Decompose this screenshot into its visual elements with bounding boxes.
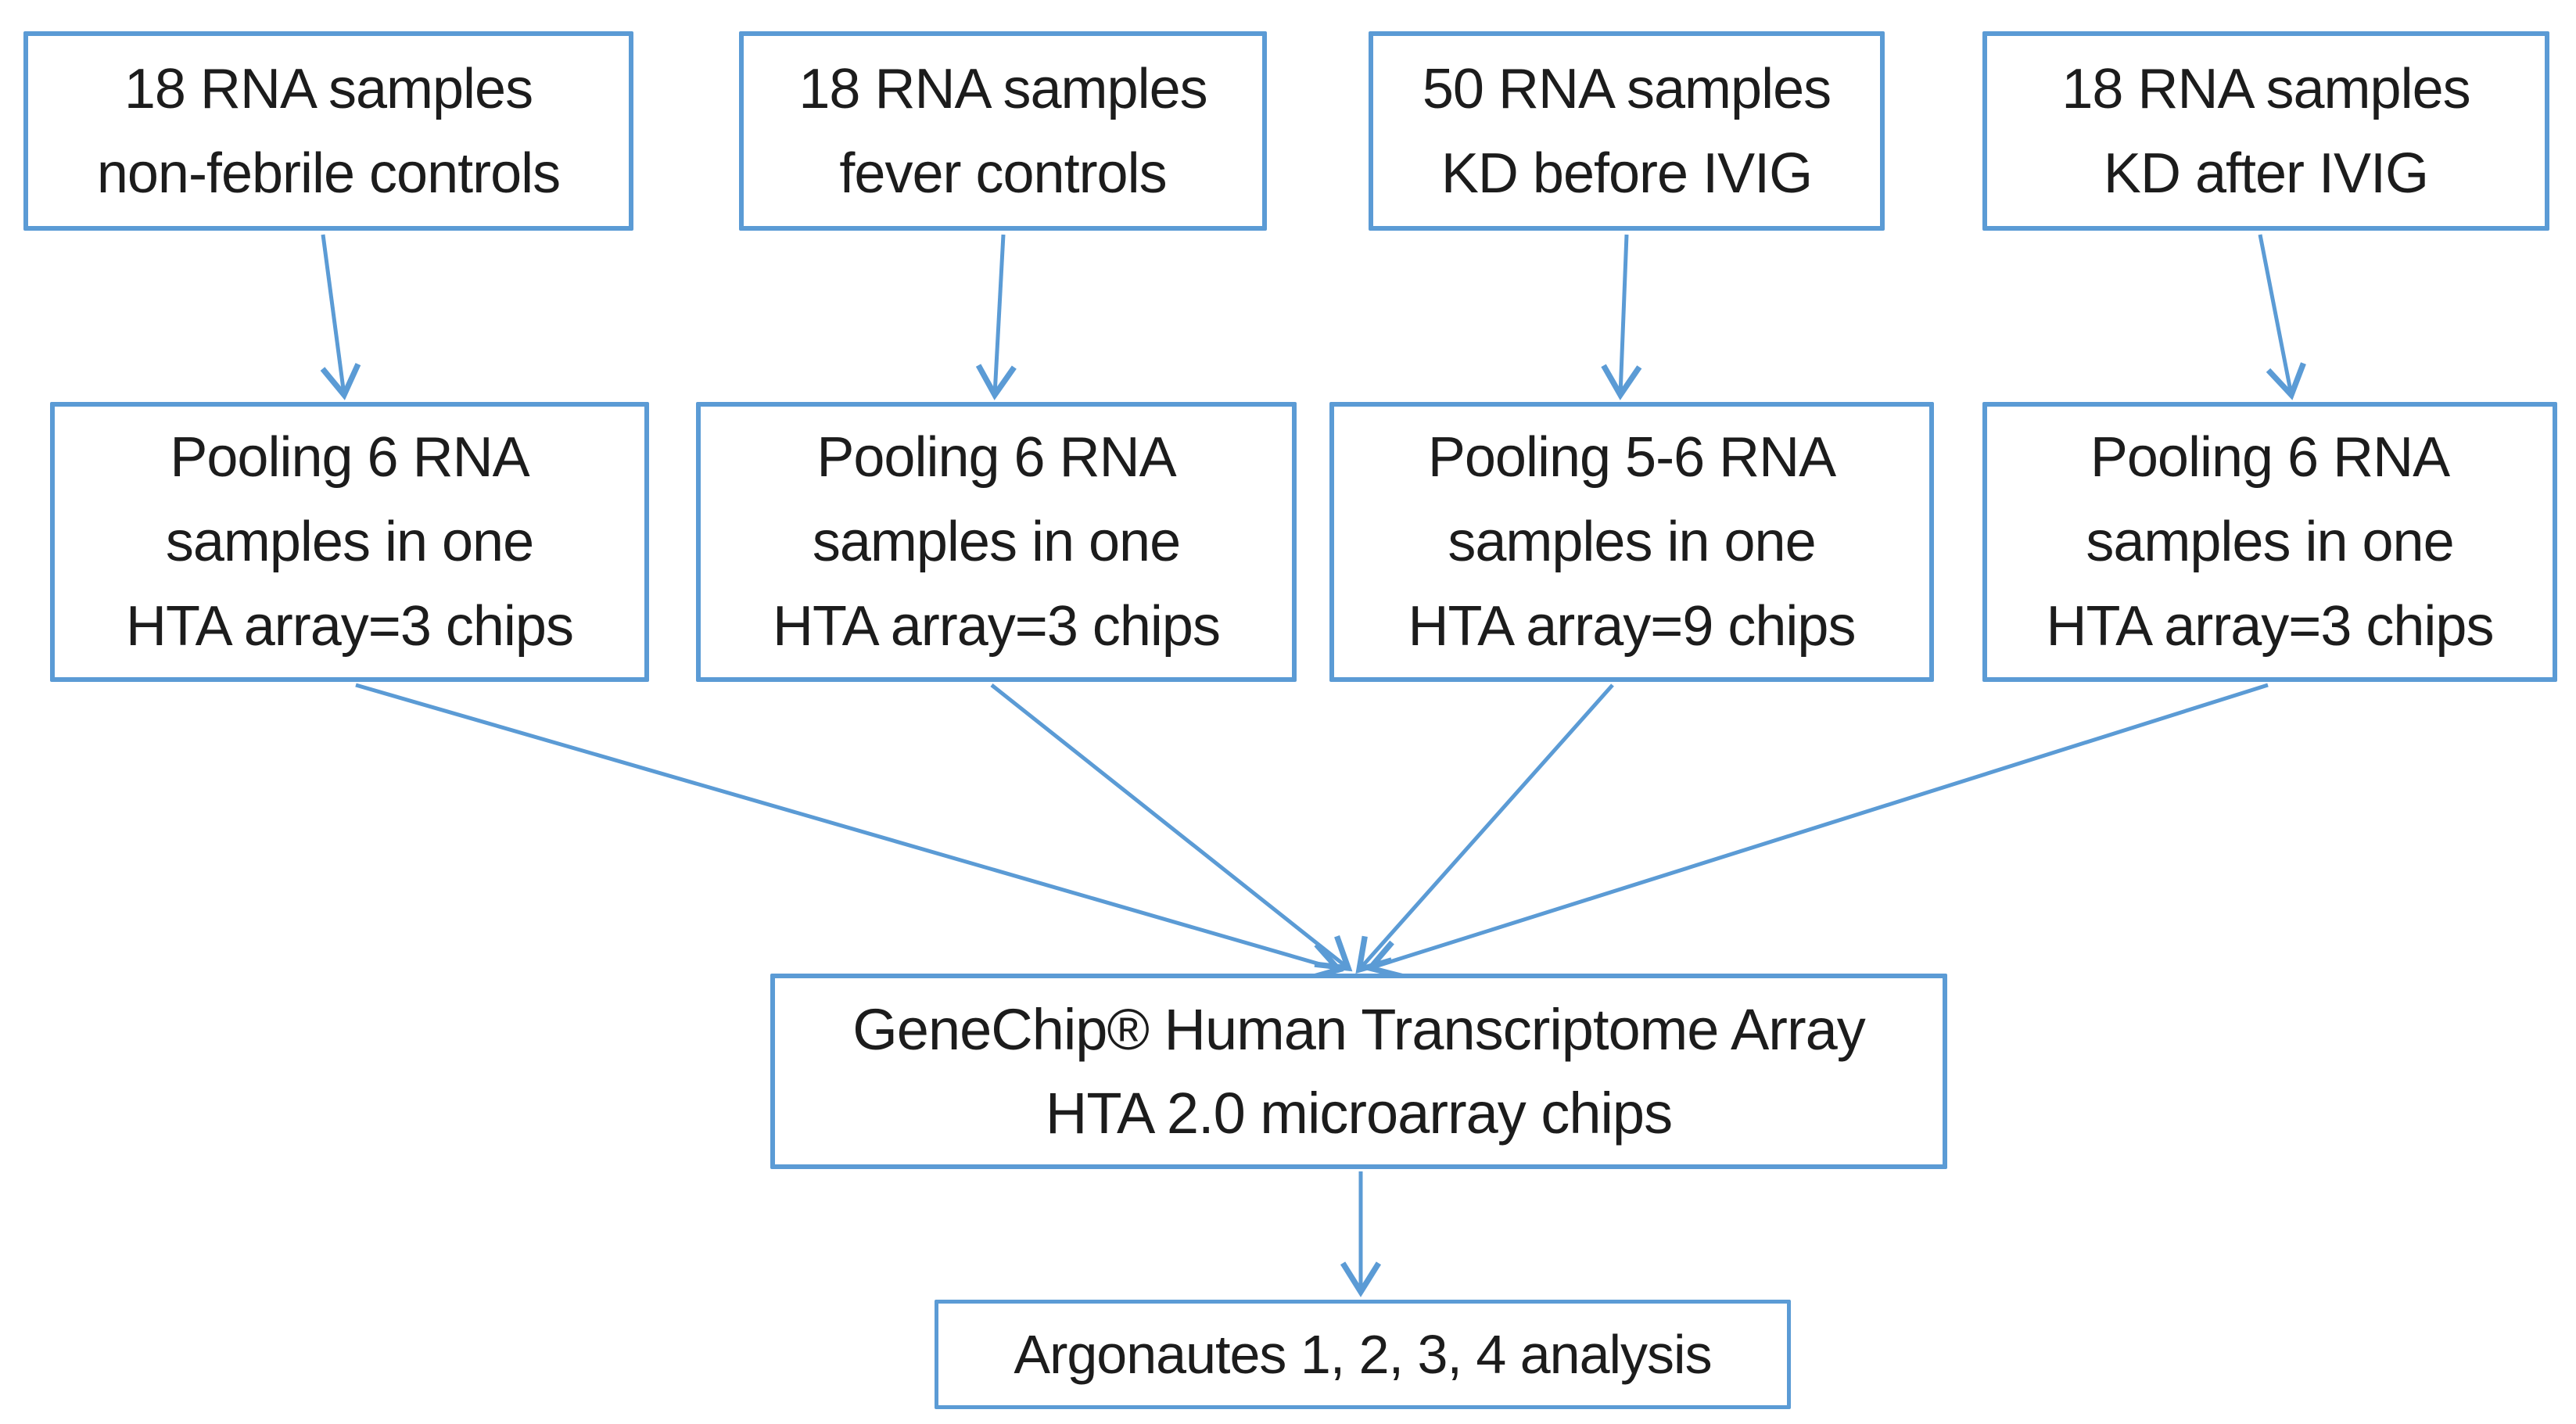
box-pooling-fever-label: Pooling 6 RNA samples in one HTA array=3… — [773, 426, 1221, 658]
arrow-fever-to-pooling2 — [975, 234, 1017, 400]
box-pooling-kd-after: Pooling 6 RNA samples in one HTA array=3… — [1982, 402, 2557, 682]
arrow-nonfebrile-to-pooling1 — [320, 234, 361, 400]
box-pooling-kd-before: Pooling 5-6 RNA samples in one HTA array… — [1329, 402, 1934, 682]
box-kd-before-ivig-label: 50 RNA samples KD before IVIG — [1422, 57, 1832, 205]
box-genechip-array: GeneChip® Human Transcriptome Array HTA … — [770, 974, 1947, 1169]
box-nonfebrile-controls: 18 RNA samples non-febrile controls — [23, 31, 633, 231]
box-fever-controls: 18 RNA samples fever controls — [739, 31, 1267, 231]
arrow-kdafter-to-pooling4 — [2258, 234, 2306, 400]
arrow-pooling3-to-array — [1355, 683, 1614, 974]
box-argonautes-analysis-label: Argonautes 1, 2, 3, 4 analysis — [1014, 1324, 1712, 1385]
arrow-pooling1-to-array — [355, 683, 1344, 982]
box-nonfebrile-controls-label: 18 RNA samples non-febrile controls — [96, 57, 561, 205]
box-pooling-nonfebrile: Pooling 6 RNA samples in one HTA array=3… — [50, 402, 649, 682]
box-kd-after-ivig: 18 RNA samples KD after IVIG — [1982, 31, 2549, 231]
box-argonautes-analysis: Argonautes 1, 2, 3, 4 analysis — [935, 1300, 1791, 1409]
box-kd-before-ivig: 50 RNA samples KD before IVIG — [1369, 31, 1885, 231]
box-pooling-fever: Pooling 6 RNA samples in one HTA array=3… — [696, 402, 1297, 682]
box-genechip-array-label: GeneChip® Human Transcriptome Array HTA … — [852, 996, 1866, 1146]
box-fever-controls-label: 18 RNA samples fever controls — [798, 57, 1207, 205]
box-kd-after-ivig-label: 18 RNA samples KD after IVIG — [2061, 57, 2470, 205]
arrow-kdbefore-to-pooling3 — [1601, 234, 1642, 400]
arrow-pooling4-to-array — [1365, 683, 2269, 980]
box-pooling-kd-after-label: Pooling 6 RNA samples in one HTA array=3… — [2046, 426, 2495, 658]
box-pooling-kd-before-label: Pooling 5-6 RNA samples in one HTA array… — [1408, 426, 1857, 658]
arrow-pooling2-to-array — [990, 683, 1353, 972]
box-pooling-nonfebrile-label: Pooling 6 RNA samples in one HTA array=3… — [126, 426, 574, 658]
